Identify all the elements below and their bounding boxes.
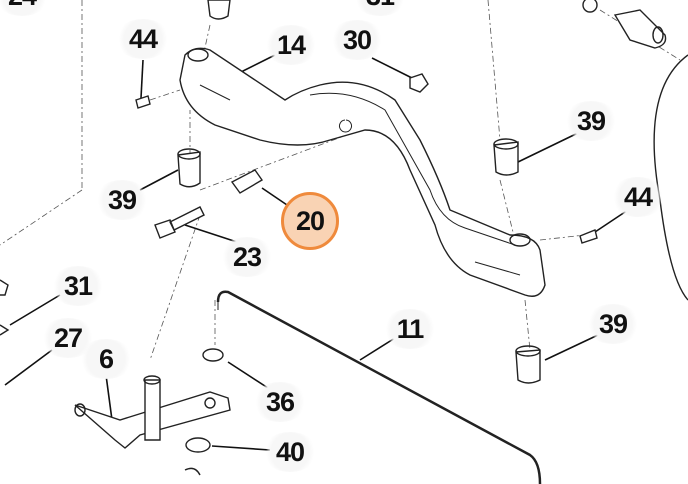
callout-31-top[interactable]: 31 xyxy=(352,0,408,16)
callout-11[interactable]: 11 xyxy=(382,309,438,349)
callout-31-left[interactable]: 31 xyxy=(50,266,106,306)
callout-24[interactable]: 24 xyxy=(0,0,50,16)
callout-14[interactable]: 14 xyxy=(263,25,319,65)
callout-27[interactable]: 27 xyxy=(40,318,96,358)
leader-lines xyxy=(4,54,629,451)
callout-30[interactable]: 30 xyxy=(329,20,385,60)
callout-39-bottom[interactable]: 39 xyxy=(585,304,641,344)
callout-20-highlighted[interactable]: 20 xyxy=(281,192,339,250)
callout-36[interactable]: 36 xyxy=(252,382,308,422)
callout-23[interactable]: 23 xyxy=(219,237,275,277)
callout-44-left[interactable]: 44 xyxy=(115,19,171,59)
callout-40[interactable]: 40 xyxy=(262,432,318,472)
frame-arm-part-14 xyxy=(179,47,546,297)
callout-44-right[interactable]: 44 xyxy=(610,177,666,217)
callout-39-right[interactable]: 39 xyxy=(563,101,619,141)
callout-6[interactable]: 6 xyxy=(78,339,134,379)
callout-39-left[interactable]: 39 xyxy=(94,180,150,220)
